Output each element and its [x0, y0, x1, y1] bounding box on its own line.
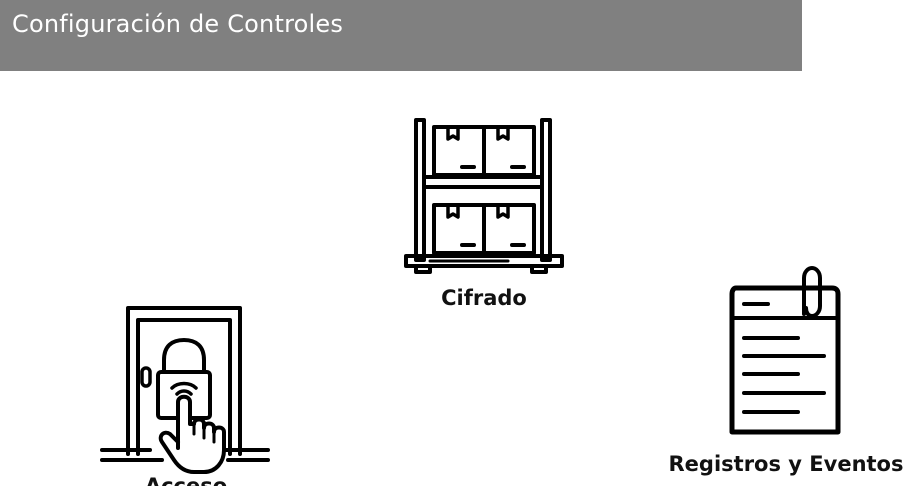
- control-registros[interactable]: Registros y Eventos: [660, 266, 912, 482]
- control-registros-label: Registros y Eventos: [668, 452, 904, 476]
- page-title: Configuración de Controles: [12, 10, 344, 38]
- control-acceso-label: Acceso: [144, 474, 228, 486]
- door-lock-touch-icon: [100, 306, 270, 474]
- header-bar: Configuración de Controles: [0, 0, 802, 71]
- control-cifrado[interactable]: Cifrado: [400, 115, 570, 315]
- control-cifrado-label: Cifrado: [441, 286, 527, 310]
- control-acceso[interactable]: Acceso: [98, 302, 274, 486]
- warehouse-shelf-boxes-icon: [404, 118, 564, 274]
- clipboard-document-icon: [729, 266, 841, 435]
